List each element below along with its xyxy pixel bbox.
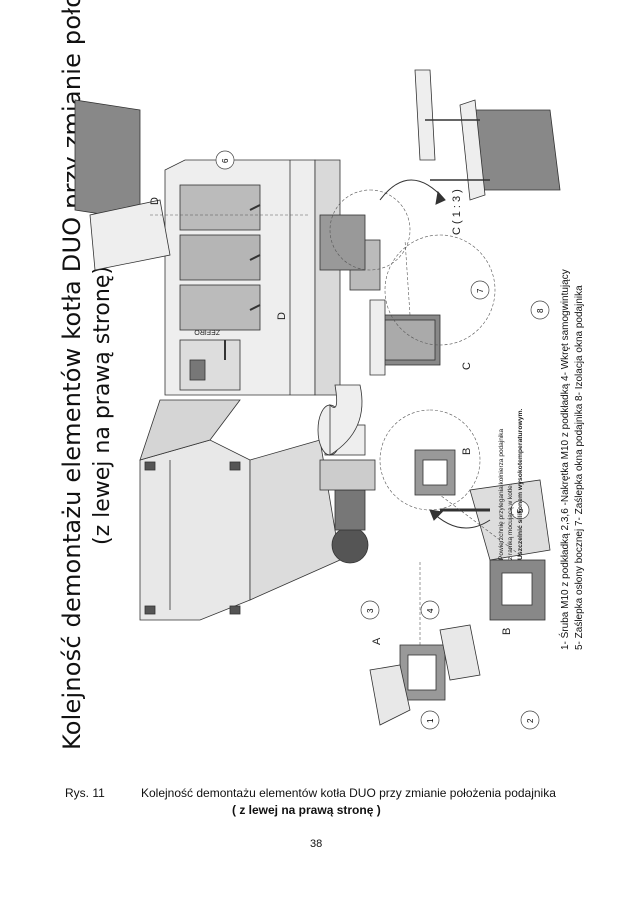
boiler-body — [164, 159, 341, 396]
callout-8: 8 — [536, 308, 545, 313]
feeder-hopper — [139, 399, 341, 621]
view-label-a: A — [371, 637, 383, 645]
view-label-b-2: B — [461, 448, 473, 455]
caption-text: Kolejność demontażu elementów kotła DUO … — [141, 786, 556, 800]
view-c-parts — [349, 239, 441, 376]
page-number: 38 — [310, 838, 323, 850]
caption-subtext: ( z lewej na prawą stronę ) — [232, 803, 381, 817]
callout-3: 3 — [366, 608, 375, 613]
legend-line1: 1- Śruba M10 z podkładką 2,3,6 -Nakrętka… — [560, 269, 571, 650]
view-a-parts — [369, 624, 481, 726]
direction-arrows — [379, 179, 491, 529]
callout-1: 1 — [426, 718, 435, 723]
detail-c-parts — [414, 69, 561, 201]
view-label-d-2: D — [276, 312, 288, 320]
callout-6: 6 — [221, 158, 230, 163]
legend-line2: 5- Zaślepka osłony bocznej 7- Zaślepka o… — [574, 285, 585, 650]
rotated-figure: Kolejność demontażu elementów kotła DUO … — [50, 0, 605, 760]
callouts — [215, 150, 550, 730]
exploded-assembly-drawing: ZEFIRO — [74, 69, 561, 730]
view-b-parts — [414, 449, 551, 621]
caption-label: Rys. 11 — [65, 786, 105, 800]
callout-2: 2 — [526, 718, 535, 723]
view-label-b: B — [501, 628, 513, 635]
note-line3: Uszczelnić silikonem wysokotemperaturowy… — [517, 408, 524, 560]
boiler-nameplate: ZEFIRO — [194, 328, 220, 335]
note-line1: Powierzchnię przylegania kołnierza podaj… — [498, 428, 505, 560]
callout-5: 5 — [516, 508, 525, 513]
detail-label: C ( 1 : 3 ) — [451, 189, 463, 235]
callout-4: 4 — [426, 608, 435, 613]
view-label-d: D — [149, 197, 161, 205]
view-d-parts — [74, 99, 366, 271]
view-label-c: C — [461, 362, 473, 370]
note-line2: z ramką mocującą w kotle. — [507, 483, 514, 560]
elbow-pipe — [317, 384, 363, 456]
callout-7: 7 — [476, 288, 485, 293]
rotated-figure-wrapper: Kolejność demontażu elementów kotła DUO … — [50, 0, 605, 760]
